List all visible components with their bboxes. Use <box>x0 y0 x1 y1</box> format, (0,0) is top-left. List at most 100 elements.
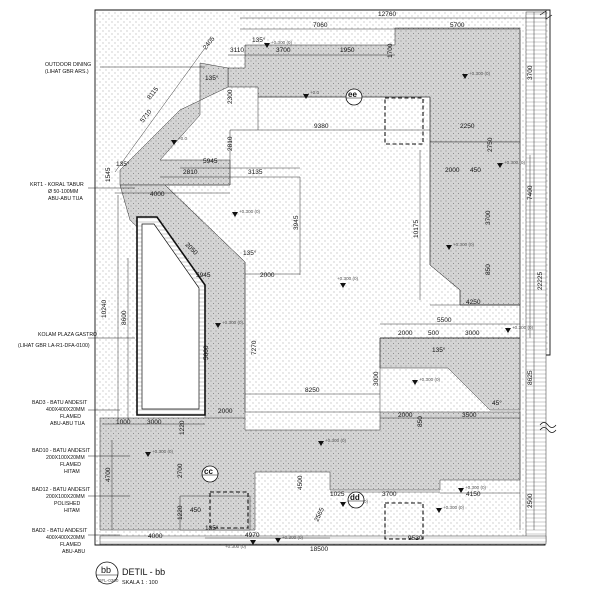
dim-3500: 3500 <box>462 412 477 419</box>
dim-3700v: 3700 <box>527 65 534 80</box>
level-5: +0.300 (0) <box>239 209 261 214</box>
dim-2000b: 2000 <box>260 272 275 279</box>
label-bad12-1: BAD12 - BATU ANDESIT <box>32 487 91 493</box>
dim-2000d: 2000 <box>218 408 233 415</box>
label-bad12-4: HITAM <box>64 508 80 514</box>
label-bad3-1: BAD3 - BATU ANDESIT <box>32 400 88 406</box>
level-16: +0.300 (0) <box>443 505 465 510</box>
dim-1950: 1950 <box>340 47 355 54</box>
dimension-texts: 12760 7060 5700 2405 3110 3700 1950 1700… <box>101 11 544 553</box>
label-bad2-2: 400X400X20MM <box>46 535 85 541</box>
dim-3700b: 3700 <box>382 491 397 498</box>
dim-2500: 2500 <box>527 493 534 508</box>
dim-5500: 5500 <box>437 317 452 324</box>
dim-22225: 22225 <box>537 272 544 290</box>
dim-3110: 3110 <box>230 47 244 54</box>
dim-850: 850 <box>485 264 492 275</box>
label-kolam-1: KOLAM PLAZA GASTRO <box>38 332 97 338</box>
dim-5945a: 5945 <box>203 158 218 165</box>
dim-3000b: 3000 <box>147 419 162 426</box>
title-bubble-circle <box>95 561 119 585</box>
title-sheet: DFL-0300 <box>98 578 119 583</box>
level-10: +0.300 (0) <box>512 325 534 330</box>
dim-8600: 8600 <box>121 310 128 325</box>
dim-9530: 9530 <box>408 535 423 542</box>
dim-3000a: 3000 <box>465 330 480 337</box>
dim-8625: 8625 <box>527 370 534 385</box>
level-18: +0.300 (0) <box>225 544 247 549</box>
dim-1545: 1545 <box>105 167 112 182</box>
material-labels: OUTDOOR DINING (LIHAT GBR ARS.) KRT1 - K… <box>18 62 97 555</box>
dim-1220b: 1220 <box>177 505 184 520</box>
dim-3000v: 3000 <box>373 371 380 386</box>
level-8: +0.300 (0) <box>337 276 359 281</box>
dim-2700: 2700 <box>177 463 184 478</box>
label-bad3-4: ABU-ABU TUA <box>50 421 85 427</box>
dim-135d: 135° <box>243 249 257 257</box>
dim-5945b: 5945 <box>196 272 211 279</box>
dim-4970: 4970 <box>245 532 260 539</box>
level-9: +0.300 (0) <box>222 320 244 325</box>
level-4: +0.0 <box>178 136 188 141</box>
title-scale: SKALA 1 : 100 <box>122 580 158 586</box>
tag-dd: dd <box>350 493 360 502</box>
dim-18500: 18500 <box>310 546 328 553</box>
dim-7270: 7270 <box>251 340 258 355</box>
dim-135b: 135° <box>205 74 219 82</box>
dim-1220a: 1220 <box>179 420 186 435</box>
tag-dd-circle <box>347 491 365 509</box>
dim-top-left: 7060 <box>313 22 328 29</box>
dim-5600: 5600 <box>203 345 210 360</box>
dim-10175: 10175 <box>413 220 420 238</box>
dim-top-overall: 12760 <box>378 11 396 18</box>
label-bad10-4: HITAM <box>64 469 80 475</box>
label-bad2-3: FLAMED <box>60 542 81 548</box>
label-bad12-3: POLISHED <box>54 501 80 507</box>
label-bad3-2: 400X400X20MM <box>46 407 85 413</box>
dashed-marks <box>209 97 424 540</box>
dim-1000: 1000 <box>116 419 131 426</box>
label-krt-2: Ø 50-100MM <box>48 189 78 195</box>
dim-2300: 2300 <box>227 89 234 104</box>
dim-4000b: 4000 <box>148 533 163 540</box>
level-6: +0.300 (0) <box>504 160 526 165</box>
section-tags: ee cc dd <box>201 88 365 509</box>
level-3: +0.300 (0) <box>469 71 491 76</box>
level-1: +0.300 (0) <box>271 40 293 45</box>
dim-2000e: 2000 <box>398 412 413 419</box>
dim-135a: 135° <box>252 36 266 44</box>
title-name: DETIL - bb <box>122 567 165 577</box>
label-bad10-2: 200X100X20MM <box>46 455 85 461</box>
label-bad2-4: ABU-ABU <box>62 549 85 555</box>
label-bad10-3: FLAMED <box>60 462 81 468</box>
dim-3135: 3135 <box>248 169 263 176</box>
dim-2810a: 2810 <box>183 169 198 176</box>
dim-3945: 3945 <box>293 215 300 230</box>
label-bad12-2: 200X100X20MM <box>46 494 85 500</box>
dim-1025: 1025 <box>330 491 345 498</box>
tag-cc-circle <box>201 465 219 483</box>
dim-3700r: 3700 <box>485 210 492 225</box>
label-bad10-1: BAD10 - BATU ANDESIT <box>32 448 91 454</box>
dim-2750: 2750 <box>487 137 494 152</box>
level-2: +0.0 <box>310 90 320 95</box>
dim-4250: 4250 <box>466 299 481 306</box>
perimeter-strips <box>99 11 547 545</box>
pool <box>136 216 206 416</box>
dim-4500: 4500 <box>297 475 304 490</box>
dim-4150: 4150 <box>466 491 481 498</box>
dim-7400: 7400 <box>527 185 534 200</box>
label-bad2-1: BAD2 - BATU ANDESIT <box>32 528 88 534</box>
dim-450a: 450 <box>470 167 481 174</box>
dim-2810b: 2810 <box>227 136 234 151</box>
dim-2000c: 2000 <box>398 330 413 337</box>
label-krt-3: ABU-ABU TUA <box>48 196 83 202</box>
dim-450b: 450 <box>190 507 201 514</box>
dim-8250: 8250 <box>305 387 320 394</box>
dim-135c: 135° <box>116 160 130 168</box>
dim-4000a: 4000 <box>150 191 165 198</box>
title-bubble: bb <box>101 565 111 575</box>
break-marks <box>539 10 557 433</box>
